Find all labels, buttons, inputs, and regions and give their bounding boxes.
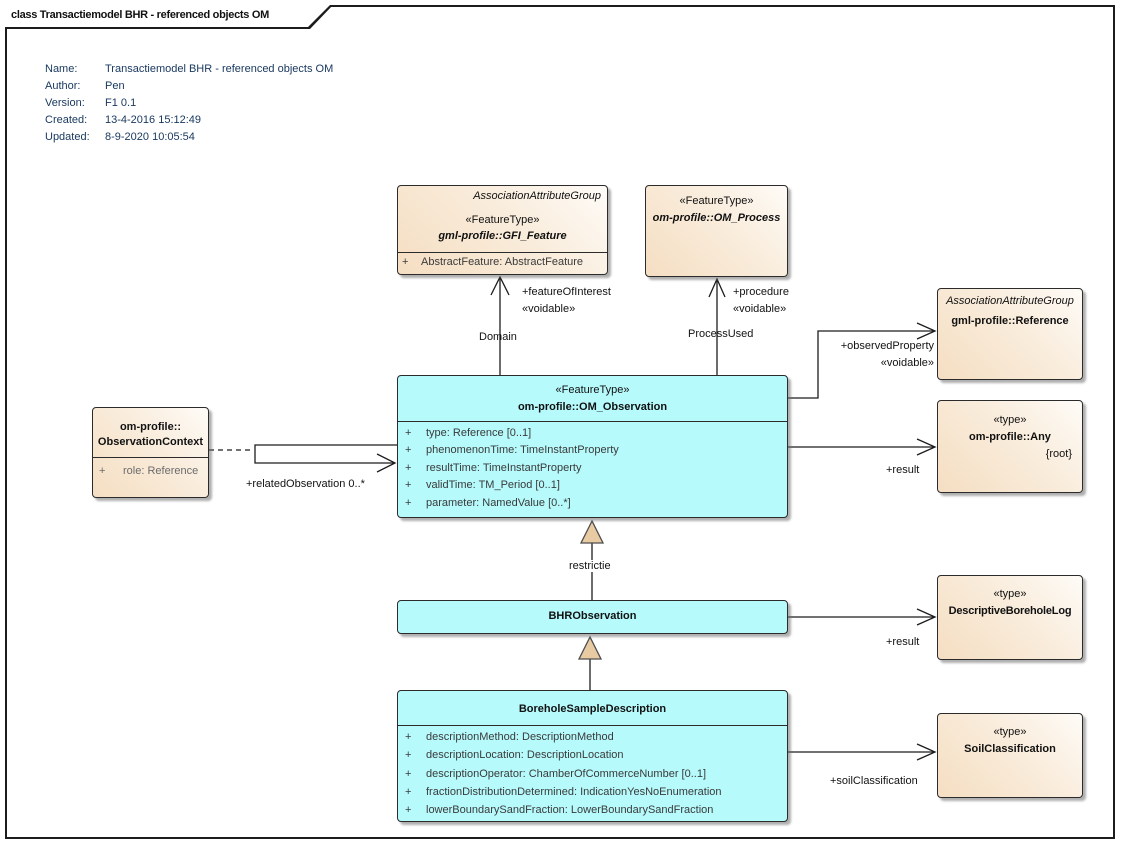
meta-row: Created:13-4-2016 15:12:49 [45, 114, 202, 126]
compartment-separator [398, 421, 787, 422]
attribute-row: +type: Reference [0..1] [405, 427, 532, 439]
class-name: gml-profile::Reference [951, 315, 1069, 327]
diagram-title-tab [5, 5, 330, 27]
label-association-processused: ProcessUsed [688, 328, 754, 340]
diagram-properties-note: Name:Transactiemodel BHR - referenced ob… [45, 61, 333, 146]
compartment-separator [398, 252, 607, 253]
class-name: om-profile::OM_Process [652, 212, 781, 224]
attribute-row: +validTime: TM_Period [0..1] [405, 479, 560, 492]
attribute-row: + role: Reference [99, 465, 199, 477]
class-constraint: {root} [1045, 448, 1072, 460]
label-observedProperty-role: +observedProperty [840, 340, 934, 352]
diagram-frame [5, 5, 1115, 839]
class-name: DescriptiveBoreholeLog [948, 605, 1072, 617]
diagram-title: class Transactiemodel BHR - referenced o… [11, 9, 269, 21]
class-stereotype: «FeatureType» [465, 214, 540, 226]
attribute-compartment: + AbstractFeature: AbstractFeature [398, 256, 607, 272]
class-stereotype: «type» [993, 414, 1027, 426]
class-gfi-feature[interactable]: AssociationAttributeGroup «FeatureType» … [397, 185, 608, 275]
class-name: gml-profile::GFI_Feature [438, 230, 567, 242]
label-procedure-voidable: «voidable» [733, 303, 787, 315]
class-descriptive-borehole-log[interactable]: «type» DescriptiveBoreholeLog [937, 575, 1083, 660]
class-name: om-profile::OM_Observation [517, 401, 668, 413]
label-result-bhr: +result [886, 636, 920, 648]
class-name: SoilClassification [964, 743, 1056, 755]
meta-row: Version:F1 0.1 [45, 97, 137, 109]
class-name: BHRObservation [548, 610, 637, 622]
meta-row: Updated:8-9-2020 10:05:54 [45, 131, 195, 143]
class-reference[interactable]: AssociationAttributeGroup gml-profile::R… [937, 288, 1083, 380]
meta-row: Name:Transactiemodel BHR - referenced ob… [45, 63, 334, 75]
class-stereotype: «type» [993, 726, 1027, 738]
label-observedProperty-voidable: «voidable» [880, 357, 934, 369]
label-procedure-role: +procedure [733, 286, 789, 298]
class-stereotype: «FeatureType» [555, 384, 630, 396]
attribute-compartment: +descriptionMethod: DescriptionMethod +d… [398, 731, 787, 822]
attribute-row: +descriptionMethod: DescriptionMethod [405, 731, 614, 743]
class-name: om-profile::Any [969, 431, 1051, 443]
label-association-domain: Domain [479, 331, 517, 343]
attribute-row: +descriptionLocation: DescriptionLocatio… [405, 749, 624, 762]
attribute-row: +descriptionOperator: ChamberOfCommerceN… [405, 767, 706, 780]
compartment-separator [398, 725, 787, 726]
compartment-separator [93, 457, 208, 458]
label-relatedObservation: +relatedObservation 0..* [246, 478, 365, 490]
class-name-line2: ObservationContext [97, 436, 204, 448]
attribute-compartment: + role: Reference [93, 465, 208, 481]
class-parent-tag: AssociationAttributeGroup [473, 190, 601, 202]
class-any[interactable]: «type» om-profile::Any {root} [937, 400, 1083, 493]
attribute-row: +lowerBoundarySandFraction: LowerBoundar… [405, 804, 714, 817]
attribute-row: + AbstractFeature: AbstractFeature [402, 256, 584, 268]
label-soilClassification: +soilClassification [830, 775, 918, 787]
class-parent-tag: AssociationAttributeGroup [946, 295, 1074, 307]
class-bhr-observation[interactable]: BHRObservation [397, 600, 788, 634]
label-featureOfInterest-voidable: «voidable» [522, 303, 576, 315]
class-stereotype: «FeatureType» [679, 195, 754, 207]
class-name: BoreholeSampleDescription [518, 703, 667, 715]
class-observation-context[interactable]: om-profile:: ObservationContext + role: … [92, 407, 209, 498]
class-stereotype: «type» [993, 588, 1027, 600]
class-om-observation[interactable]: «FeatureType» om-profile::OM_Observation… [397, 375, 788, 518]
label-generalization-restrictie: restrictie [566, 560, 614, 572]
class-borehole-sample-description[interactable]: BoreholeSampleDescription +descriptionMe… [397, 690, 788, 822]
attribute-row: +parameter: NamedValue [0..*] [405, 496, 571, 509]
meta-row: Author:Pen [45, 80, 125, 92]
attribute-compartment: +type: Reference [0..1] +phenomenonTime:… [398, 427, 787, 514]
label-result-observation: +result [886, 464, 920, 476]
attribute-row: +fractionDistributionDetermined: Indicat… [405, 785, 722, 798]
attribute-row: +resultTime: TimeInstantProperty [405, 461, 582, 474]
class-soil-classification[interactable]: «type» SoilClassification [937, 713, 1083, 798]
label-featureOfInterest-role: +featureOfInterest [522, 286, 611, 298]
class-name-line1: om-profile:: [119, 421, 182, 433]
attribute-row: +phenomenonTime: TimeInstantProperty [405, 444, 619, 457]
class-om-process[interactable]: «FeatureType» om-profile::OM_Process [645, 185, 788, 277]
